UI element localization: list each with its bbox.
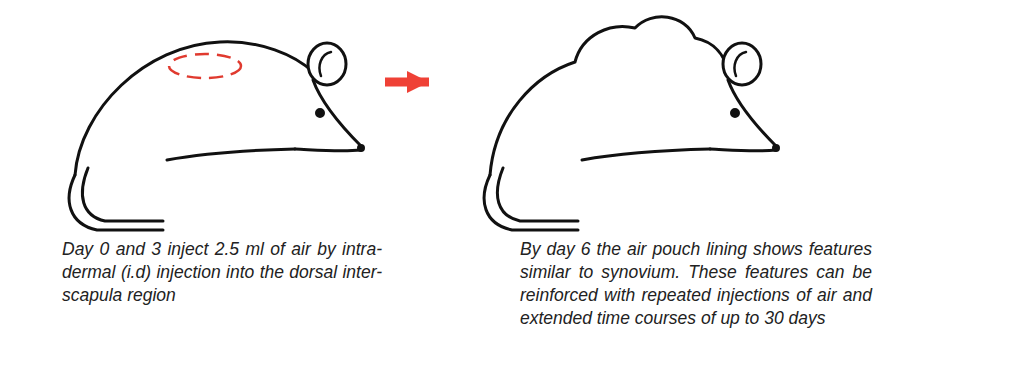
- mouse-body-line: [582, 149, 710, 160]
- block-arrow: [385, 78, 429, 87]
- mouse-illustration: Day 0 and 3 inject 2.5 ml of air by intr…: [55, 0, 385, 235]
- mouse-nose: [359, 146, 364, 151]
- mouse-inner-ear: [734, 52, 746, 76]
- mouse-ear: [723, 43, 761, 85]
- mouse-body-line: [82, 168, 163, 221]
- mouse-body-line: [295, 149, 361, 151]
- mouse-body-line: [313, 80, 361, 146]
- mouse-outline: [437, 0, 767, 235]
- mouse-body-line: [167, 149, 295, 160]
- mouse-ear: [308, 43, 346, 85]
- mouse-back: [75, 42, 313, 175]
- mouse-eye: [317, 110, 324, 117]
- mouse-illustration: By day 6 the air pouch lining shows feat…: [437, 0, 767, 235]
- mouse-eye: [732, 110, 739, 117]
- mouse-nose: [774, 146, 779, 151]
- mouse-body-line: [710, 149, 776, 151]
- step-caption: Day 0 and 3 inject 2.5 ml of air by intr…: [62, 238, 382, 307]
- mouse-body-line: [728, 80, 776, 146]
- mouse-inner-ear: [319, 52, 331, 76]
- mouse-back: [490, 17, 728, 175]
- mouse-body-line: [497, 168, 578, 221]
- injection-site: [169, 54, 241, 78]
- step-caption: By day 6 the air pouch lining shows feat…: [520, 238, 872, 330]
- mouse-outline: [55, 0, 385, 235]
